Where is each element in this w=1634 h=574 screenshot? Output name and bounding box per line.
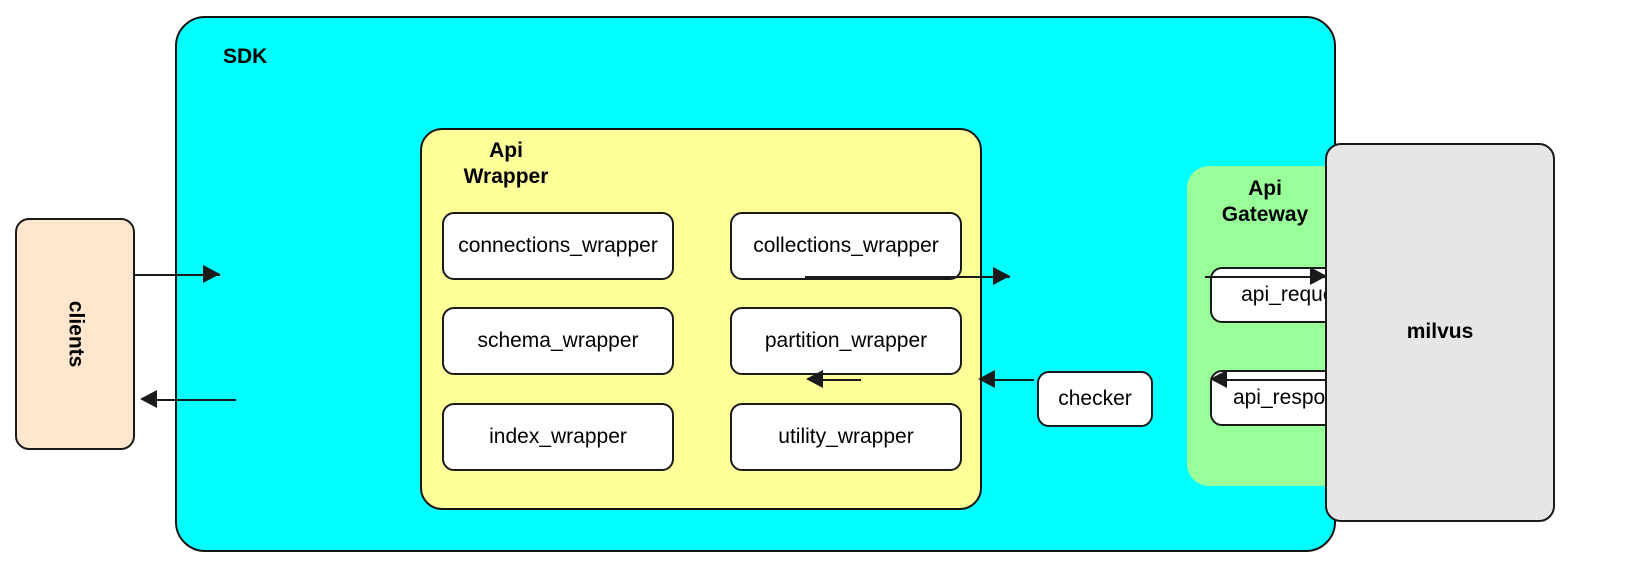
clients-node[interactable]: clients xyxy=(15,218,135,450)
api-gateway-label: Api Gateway xyxy=(1221,177,1309,227)
sdk-container[interactable]: SDK Api Wrapper connections_wrapper coll… xyxy=(175,16,1413,552)
clients-label: clients xyxy=(64,300,88,368)
module-label: collections_wrapper xyxy=(753,233,939,257)
arrow-left-icon xyxy=(140,390,157,408)
module-index-wrapper[interactable]: index_wrapper xyxy=(442,403,674,471)
checker-node[interactable]: checker xyxy=(1037,371,1153,427)
module-label: schema_wrapper xyxy=(477,328,639,352)
milvus-node[interactable]: milvus xyxy=(1325,143,1555,522)
sdk-label: SDK xyxy=(223,45,268,68)
module-label: index_wrapper xyxy=(489,424,627,448)
module-label: partition_wrapper xyxy=(764,328,928,352)
milvus-label: milvus xyxy=(1406,320,1474,344)
module-label: utility_wrapper xyxy=(778,424,914,448)
module-connections-wrapper[interactable]: connections_wrapper xyxy=(442,212,674,280)
module-partition-wrapper[interactable]: partition_wrapper xyxy=(730,307,962,375)
module-utility-wrapper[interactable]: utility_wrapper xyxy=(730,403,962,471)
api-wrapper-label: Api Wrapper xyxy=(463,139,549,189)
checker-label: checker xyxy=(1058,386,1132,410)
module-collections-wrapper[interactable]: collections_wrapper xyxy=(730,212,962,280)
module-label: connections_wrapper xyxy=(458,233,658,257)
module-schema-wrapper[interactable]: schema_wrapper xyxy=(442,307,674,375)
api-request-label: api_request xyxy=(1241,282,1351,306)
